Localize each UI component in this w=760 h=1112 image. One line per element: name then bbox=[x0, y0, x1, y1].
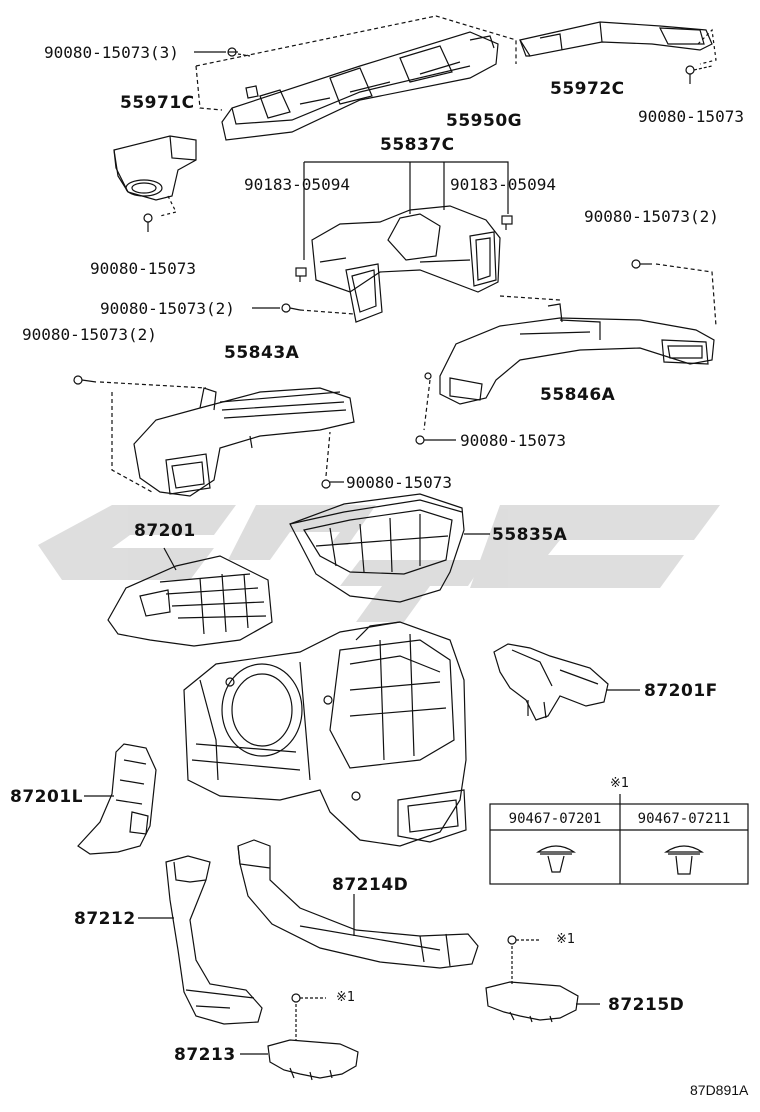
part-label-screw-top-left: 90080-15073(3) bbox=[44, 43, 179, 62]
duct-87201F-drawing bbox=[493, 643, 609, 721]
duct-87214D-drawing bbox=[237, 839, 479, 969]
screw-icon bbox=[227, 47, 251, 57]
note-marker: ※1 bbox=[336, 990, 356, 1005]
part-label-87201L: 87201L bbox=[10, 787, 83, 807]
screw-icon bbox=[685, 65, 713, 84]
part-label-screw-55972C: 90080-15073 bbox=[638, 107, 744, 126]
part-label-55837C: 55837C bbox=[380, 135, 455, 155]
part-label-screw-55971C: 90080-15073 bbox=[90, 259, 196, 278]
part-label-55846A: 55846A bbox=[540, 385, 616, 405]
duct-87201-drawing bbox=[107, 555, 273, 647]
duct-87201L-drawing bbox=[77, 743, 157, 855]
screw-icon bbox=[73, 375, 97, 385]
heater-unit-drawing bbox=[183, 621, 467, 847]
clip-icon bbox=[295, 267, 307, 282]
screw-icon bbox=[291, 993, 326, 1040]
duct-55950G-drawing bbox=[221, 31, 499, 141]
part-label-55843A: 55843A bbox=[224, 343, 300, 363]
duct-87213-drawing bbox=[267, 1039, 359, 1081]
part-label-87213: 87213 bbox=[174, 1045, 236, 1065]
screw-icon bbox=[631, 259, 652, 269]
part-label-screw-left-2: 90080-15073(2) bbox=[22, 325, 157, 344]
figure-id: 87D891A bbox=[690, 1082, 749, 1098]
part-label-screw-55843A: 90080-15073 bbox=[346, 473, 452, 492]
part-label-55950G: 55950G bbox=[446, 111, 523, 131]
duct-55971C-drawing bbox=[113, 135, 197, 201]
screw-icon bbox=[281, 303, 301, 313]
part-label-clip-left: 90183-05094 bbox=[244, 175, 350, 194]
screw-icon bbox=[143, 213, 153, 232]
push-clip-icon bbox=[536, 845, 576, 873]
watermark-logo bbox=[38, 505, 720, 622]
clip-table-header-1: 90467-07201 bbox=[508, 811, 602, 827]
duct-55843A-drawing bbox=[133, 387, 355, 497]
part-label-55971C: 55971C bbox=[120, 93, 195, 113]
part-label-87212: 87212 bbox=[74, 909, 136, 929]
part-label-screw-55846A: 90080-15073 bbox=[460, 431, 566, 450]
clip-table-frame bbox=[489, 794, 749, 885]
clip-icon bbox=[501, 215, 513, 230]
clip-table-header-2: 90467-07211 bbox=[637, 811, 731, 827]
part-label-screw-right-2: 90080-15073(2) bbox=[584, 207, 719, 226]
clip-table-marker: ※1 bbox=[610, 776, 630, 791]
screw-icon bbox=[424, 372, 432, 380]
duct-87212-drawing bbox=[165, 855, 263, 1025]
duct-55846A-drawing bbox=[439, 303, 715, 405]
part-label-87214D: 87214D bbox=[332, 875, 409, 895]
screw-icon bbox=[415, 435, 456, 445]
part-label-clip-right: 90183-05094 bbox=[450, 175, 556, 194]
screw-icon bbox=[321, 479, 344, 489]
part-label-87201F: 87201F bbox=[644, 681, 718, 701]
duct-55972C-drawing bbox=[519, 21, 713, 57]
note-marker: ※1 bbox=[556, 932, 576, 947]
duct-87215D-drawing bbox=[485, 981, 579, 1023]
part-label-87201: 87201 bbox=[134, 521, 196, 541]
screw-icon bbox=[507, 935, 540, 986]
part-label-55972C: 55972C bbox=[550, 79, 625, 99]
cover-55835A-drawing bbox=[289, 493, 465, 603]
push-clip-icon bbox=[664, 845, 704, 875]
part-label-87215D: 87215D bbox=[608, 995, 685, 1015]
part-label-55835A: 55835A bbox=[492, 525, 568, 545]
duct-55837C-drawing bbox=[311, 205, 501, 323]
part-label-screw-mid-2: 90080-15073(2) bbox=[100, 299, 235, 318]
